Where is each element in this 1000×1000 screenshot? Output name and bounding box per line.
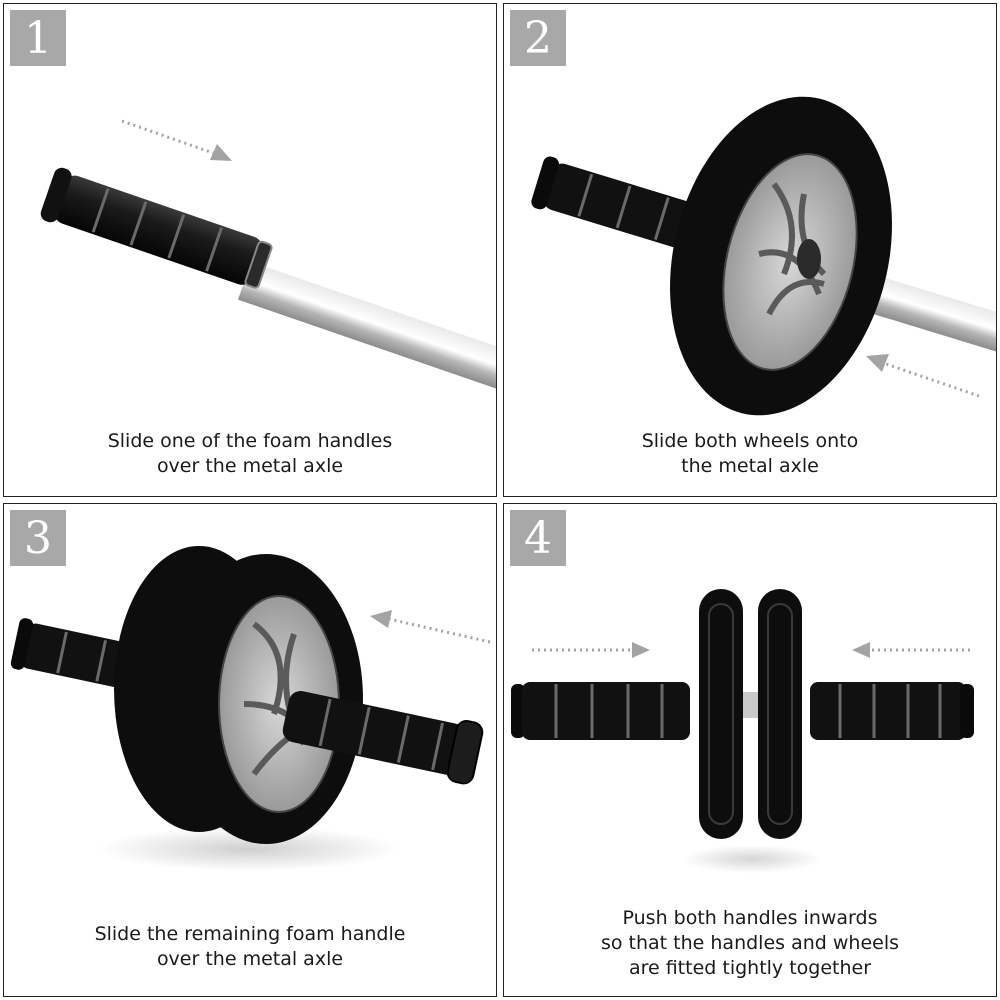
step-number-badge: 4 (510, 510, 566, 566)
caption-line: the metal axle (681, 455, 819, 477)
step-4-illustration (511, 589, 974, 873)
step-4-panel: 4 Push both handles inwards so that the … (503, 503, 997, 997)
step-3-illustration (10, 546, 491, 871)
caption-line: Slide the remaining foam handle (94, 923, 406, 945)
caption-line: Slide one of the foam handles (107, 430, 393, 452)
step-caption: Push both handles inwards so that the ha… (514, 906, 986, 981)
step-2-panel: 2 Slide both wheels onto the metal axle (503, 3, 997, 497)
step-1-illustration (40, 119, 496, 395)
ab-wheel-icon (699, 589, 743, 839)
step-number-badge: 1 (10, 10, 66, 66)
foam-handle-icon (282, 690, 484, 785)
ab-wheel-icon (114, 546, 363, 844)
caption-line: over the metal axle (156, 455, 344, 477)
step-caption: Slide the remaining foam handle over the… (14, 922, 486, 972)
step-3-panel: 3 Slide the remaining foam handle over t… (3, 503, 497, 997)
ab-wheel-icon (758, 589, 802, 839)
direction-arrow-icon (866, 354, 980, 398)
caption-line: Slide both wheels onto (641, 430, 859, 452)
direction-arrow-icon (852, 642, 970, 658)
step-2-illustration (531, 96, 996, 416)
foam-handle-icon (511, 682, 690, 740)
step-caption: Slide both wheels onto the metal axle (514, 429, 986, 479)
caption-line: are fitted tightly together (628, 957, 872, 979)
foam-handle-icon (531, 156, 719, 255)
step-number-badge: 3 (10, 510, 66, 566)
direction-arrow-icon (532, 642, 650, 658)
step-number-badge: 2 (510, 10, 566, 66)
foam-handle-icon (40, 167, 273, 289)
caption-line: over the metal axle (156, 948, 344, 970)
step-1-panel: 1 Slide one of the foam handles over the… (3, 3, 497, 497)
direction-arrow-icon (370, 610, 491, 644)
caption-line: Push both handles inwards (622, 907, 878, 929)
foam-handle-icon (810, 682, 974, 740)
caption-line: so that the handles and wheels (600, 932, 900, 954)
direction-arrow-icon (121, 119, 232, 161)
metal-axle-icon (238, 261, 496, 395)
ab-wheel-icon (670, 96, 892, 416)
step-caption: Slide one of the foam handles over the m… (14, 429, 486, 479)
